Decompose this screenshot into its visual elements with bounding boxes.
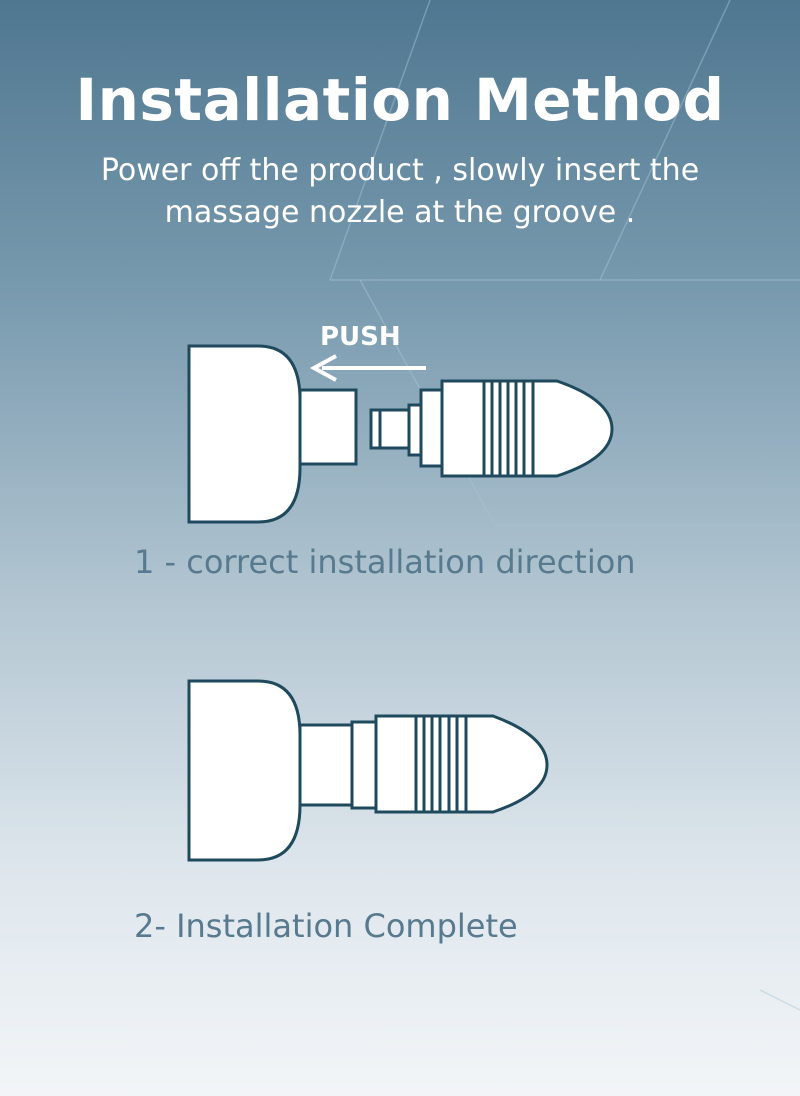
push-arrow-icon [309,354,426,382]
step-two-caption: 2- Installation Complete [134,907,518,945]
push-label: PUSH [320,322,401,352]
page-title: Installation Method [75,66,725,134]
page-subtitle: Power off the product , slowly insert th… [100,153,700,230]
massage-nozzle-one [369,379,614,478]
device-head-one [187,344,358,524]
device-head-two [187,679,354,862]
step-one-caption: 1 - correct installation direction [134,543,636,581]
massage-nozzle-two [350,714,549,814]
